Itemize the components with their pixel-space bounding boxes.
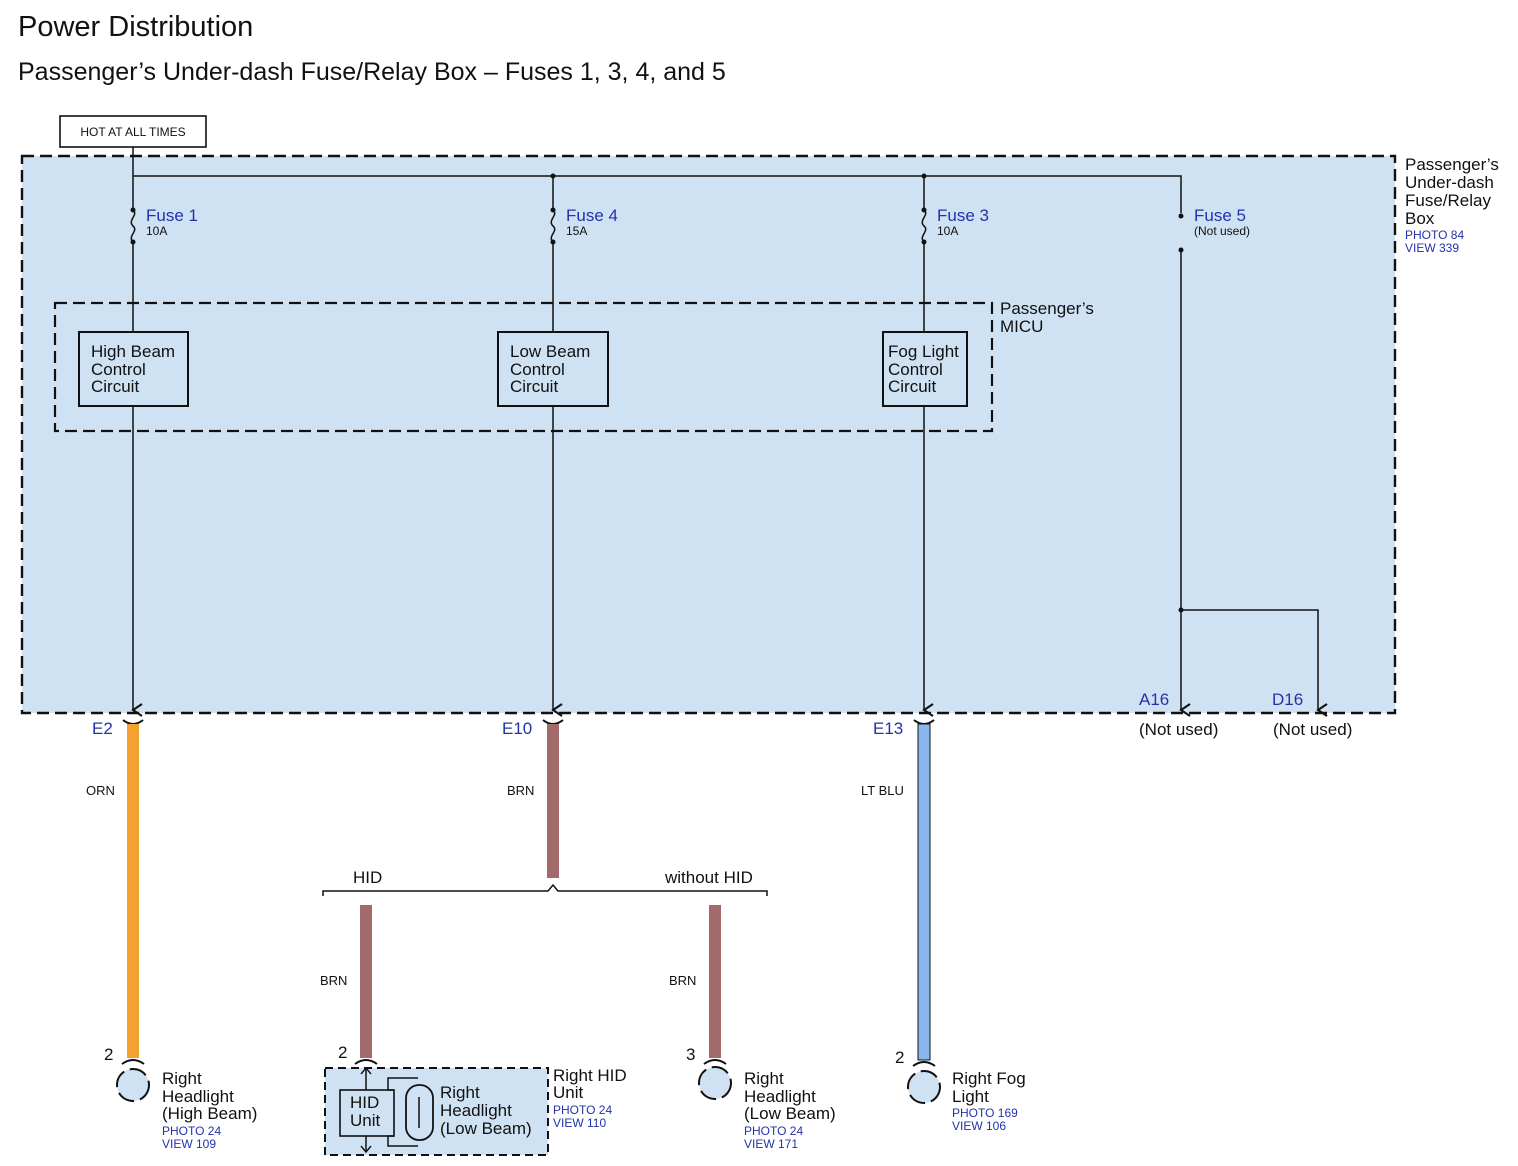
- fog-light-control-circuit: [882, 331, 968, 407]
- terminal-e10: E10: [502, 719, 532, 738]
- fuse-relay-box: [20, 154, 1397, 715]
- page-subtitle: Passenger’s Under-dash Fuse/Relay Box – …: [18, 58, 726, 86]
- high-beam-control-label: High Beam Control Circuit: [91, 342, 180, 396]
- fuse-3: [921, 173, 927, 331]
- lb-headlight-label: Right Headlight (Low Beam): [744, 1069, 836, 1123]
- fuse-1-rating: 10A: [146, 224, 167, 238]
- hid-inner-label: HID Unit: [350, 1093, 384, 1130]
- hid-arrow-down-icon: [360, 1145, 372, 1154]
- fuse-4: [550, 173, 556, 331]
- headlight-high-beam-icon: [116, 1068, 150, 1102]
- fog-light-control-label: Fog Light Control Circuit: [888, 342, 964, 396]
- terminal-e2: E2: [92, 719, 113, 738]
- branch-without-hid: without HID: [664, 868, 753, 887]
- pin-fog: 2: [895, 1048, 904, 1067]
- wire-brn-label: BRN: [507, 783, 534, 798]
- low-beam-control-label: Low Beam Control Circuit: [510, 342, 595, 396]
- terminal-d16-note: (Not used): [1273, 720, 1352, 739]
- connector-e10-icon: [542, 719, 564, 725]
- hid-unit-photo: PHOTO 24: [553, 1103, 612, 1117]
- option-brace: [322, 883, 768, 896]
- connector-e2-icon: [122, 719, 144, 725]
- pin-low-beam: 3: [686, 1045, 695, 1064]
- fog-light-icon: [907, 1070, 941, 1104]
- hid-inner-unit: [339, 1089, 395, 1137]
- wire-brn-no-hid-label: BRN: [669, 973, 696, 988]
- hb-headlight-view: VIEW 109: [162, 1137, 216, 1151]
- wire-lt-blu-label: LT BLU: [861, 783, 904, 798]
- wire-brn-hid: [360, 905, 372, 1058]
- fuse-4-name: Fuse 4: [566, 206, 618, 225]
- hid-unit-view: VIEW 110: [553, 1116, 606, 1130]
- fog-light-label: Right Fog Light: [952, 1069, 1030, 1106]
- fuse-1-name: Fuse 1: [146, 206, 198, 225]
- micu-box: [53, 301, 994, 433]
- wire-brn-main: [547, 724, 559, 878]
- low-beam-control-circuit: [497, 331, 609, 407]
- wire-orn-label: ORN: [86, 783, 115, 798]
- hid-unit-label: Right HID Unit: [553, 1066, 631, 1102]
- fuse-3-name: Fuse 3: [937, 206, 989, 225]
- connector-hb-icon: [121, 1059, 145, 1065]
- micu-label: Passenger’s MICU: [1000, 299, 1099, 336]
- hid-lamp-wire-bottom: [387, 1135, 418, 1147]
- hid-arrow-up-icon: [360, 1066, 372, 1075]
- fuse-box-photo: PHOTO 84: [1405, 228, 1464, 242]
- pin-high-beam: 2: [104, 1045, 113, 1064]
- terminal-a16: A16: [1139, 690, 1169, 709]
- hid-lamp-wire-top: [387, 1077, 418, 1091]
- fuse-box-view: VIEW 339: [1405, 241, 1459, 255]
- terminal-d16: D16: [1272, 690, 1303, 709]
- wire-lt-blu: [917, 723, 931, 1061]
- terminal-a16-note: (Not used): [1139, 720, 1218, 739]
- connector-hid-icon: [354, 1059, 378, 1065]
- connector-fog-icon: [912, 1061, 936, 1067]
- connector-e13-icon: [913, 719, 935, 725]
- lb-headlight-photo: PHOTO 24: [744, 1124, 803, 1138]
- fuse-3-rating: 10A: [937, 224, 958, 238]
- fuse-1: [130, 176, 136, 331]
- connector-lb-icon: [703, 1059, 727, 1065]
- hb-headlight-label: Right Headlight (High Beam): [162, 1069, 257, 1123]
- lb-headlight-view: VIEW 171: [744, 1137, 798, 1151]
- fuse-box-name: Passenger’s Under-dash Fuse/Relay Box: [1405, 155, 1504, 228]
- hb-headlight-photo: PHOTO 24: [162, 1124, 221, 1138]
- fuse-4-rating: 15A: [566, 224, 587, 238]
- terminal-e13: E13: [873, 719, 903, 738]
- hid-lamp-label: Right Headlight (Low Beam): [440, 1083, 532, 1138]
- fog-light-view: VIEW 106: [952, 1119, 1006, 1133]
- fog-light-photo: PHOTO 169: [952, 1106, 1018, 1120]
- branch-hid: HID: [353, 868, 382, 887]
- high-beam-control-circuit: [78, 331, 189, 407]
- wire-orn: [127, 724, 139, 1058]
- wire-brn-hid-label: BRN: [320, 973, 347, 988]
- hot-label: HOT AT ALL TIMES: [80, 125, 185, 139]
- fuse-5-rating: (Not used): [1194, 224, 1250, 238]
- wire-brn-no-hid: [709, 905, 721, 1058]
- hot-label-box: [59, 115, 207, 148]
- headlight-low-beam-icon: [698, 1066, 732, 1100]
- page-title: Power Distribution: [18, 11, 253, 43]
- pin-hid-unit: 2: [338, 1043, 347, 1062]
- fuse-5: [1178, 213, 1319, 711]
- supply-bus: [133, 175, 1182, 213]
- fuse-5-name: Fuse 5: [1194, 206, 1246, 225]
